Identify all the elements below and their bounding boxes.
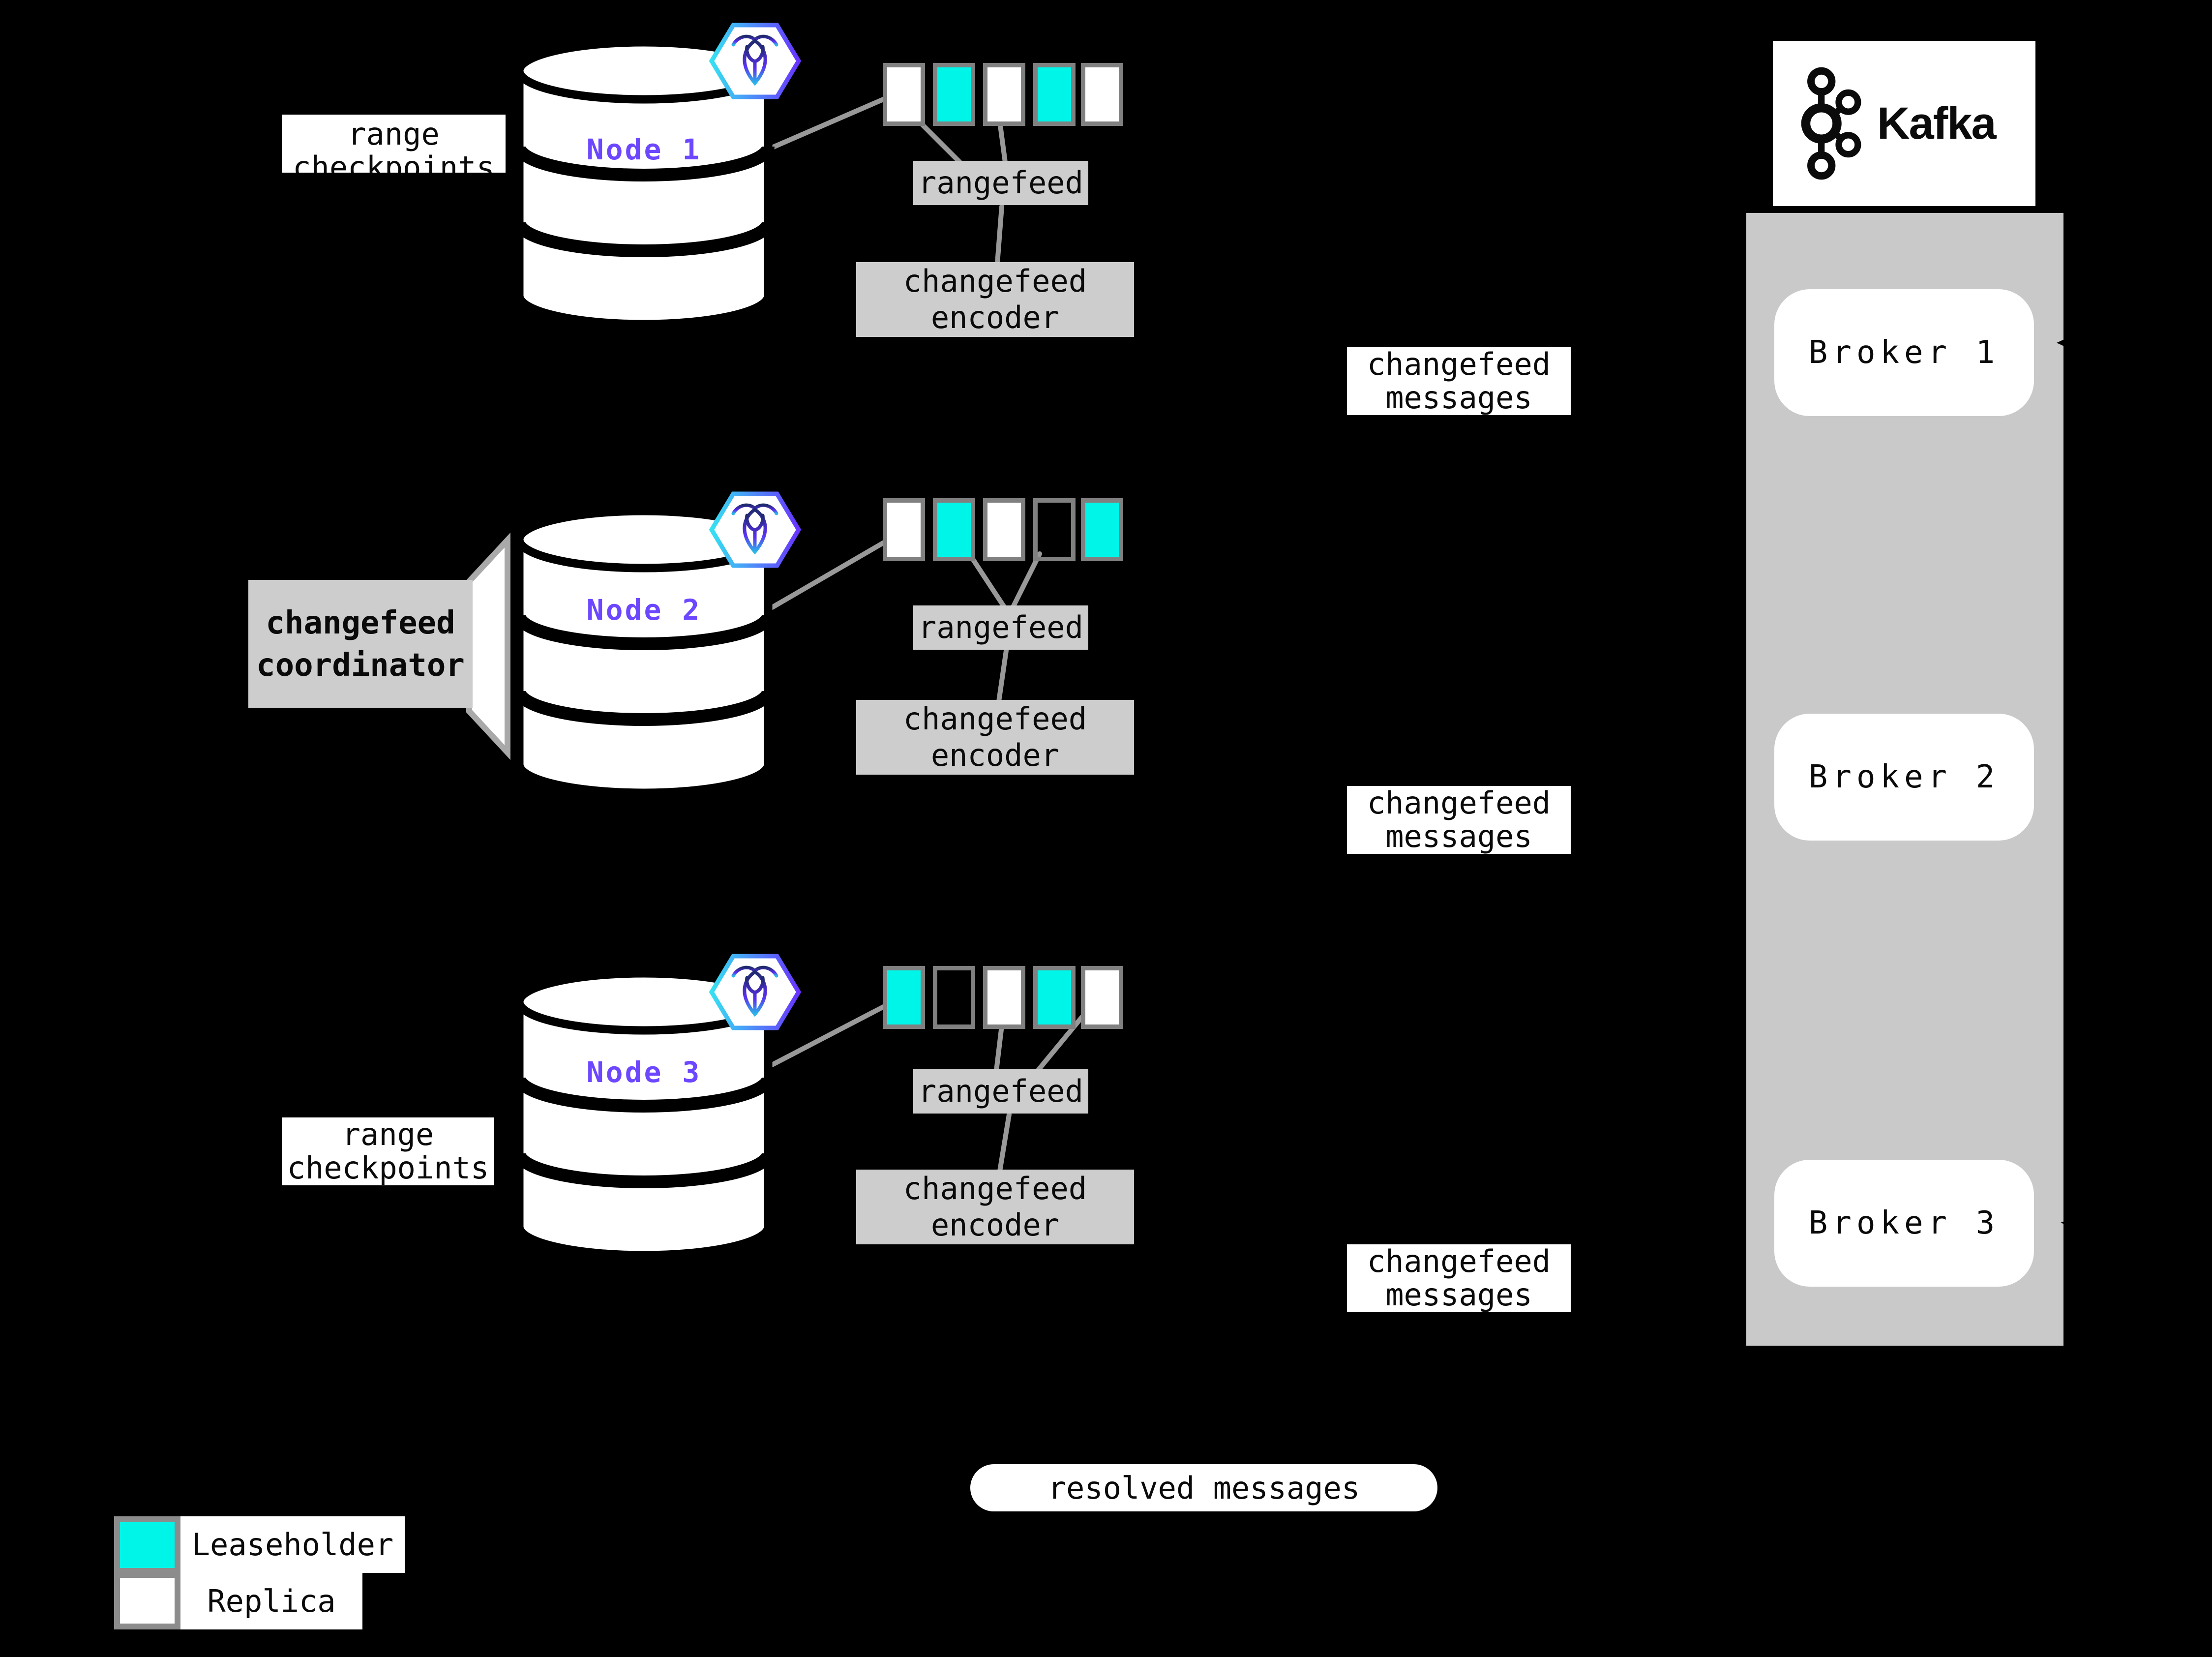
range-replica-rect xyxy=(883,63,925,126)
kafka-broker-1: Broker 1 xyxy=(1774,289,2034,416)
kafka-logo-icon xyxy=(1801,67,1861,180)
node1-cylinder xyxy=(513,38,775,329)
resolved-messages-pill: resolved messages xyxy=(970,1464,1437,1511)
changefeed-messages-label-node1: changefeed messages xyxy=(1347,347,1571,415)
changefeed-encoder-box-node3: changefeed encoder xyxy=(856,1170,1134,1244)
changefeed-coordinator-label: changefeed coordinator xyxy=(248,580,473,708)
range-leaseholder-rect xyxy=(1081,498,1123,561)
changefeed-messages-label-node3: changefeed messages xyxy=(1347,1244,1571,1312)
rangefeed-box-node3: rangefeed xyxy=(913,1069,1088,1114)
legend-replica-label: Replica xyxy=(180,1573,362,1629)
cockroachdb-hexagon-icon xyxy=(709,491,802,568)
node2-name: Node 2 xyxy=(586,593,702,627)
changefeed-encoder-box-node2: changefeed encoder xyxy=(856,700,1134,775)
changefeed-messages-label-node2: changefeed messages xyxy=(1347,786,1571,854)
arrowhead-into-broker3 xyxy=(2061,1215,2080,1230)
coordinator-flag-shape xyxy=(466,532,510,760)
range-leaseholder-rect xyxy=(1033,966,1076,1029)
range-leaseholder-rect xyxy=(933,498,975,561)
legend-leaseholder-swatch xyxy=(114,1516,180,1574)
range-replica-rect xyxy=(1081,966,1123,1029)
range-replica-rect xyxy=(983,498,1025,561)
range-leaseholder-rect xyxy=(1033,63,1076,126)
node1-name: Node 1 xyxy=(586,133,702,166)
range-replica-rect xyxy=(983,966,1025,1029)
kafka-broker-2: Broker 2 xyxy=(1774,714,2034,841)
range-replica-rect xyxy=(983,63,1025,126)
changefeed-encoder-box-node1: changefeed encoder xyxy=(856,262,1134,337)
range-checkpoints-label-node1: range checkpoints xyxy=(282,115,506,173)
legend-replica-swatch xyxy=(114,1572,180,1629)
cockroachdb-hexagon-icon xyxy=(709,954,802,1030)
kafka-broker-3: Broker 3 xyxy=(1774,1160,2034,1287)
range-leaseholder-rect xyxy=(933,63,975,126)
legend-leaseholder-label: Leaseholder xyxy=(180,1516,405,1573)
arrowhead-into-broker1 xyxy=(2057,329,2087,357)
rangefeed-box-node1: rangefeed xyxy=(913,161,1088,205)
cockroachdb-hexagon-icon xyxy=(709,23,802,99)
range-empty-rect xyxy=(933,966,975,1029)
range-replica-rect xyxy=(883,498,925,561)
node3-name: Node 3 xyxy=(586,1055,702,1089)
range-checkpoints-label-node3: range checkpoints xyxy=(282,1117,494,1185)
rangefeed-box-node2: rangefeed xyxy=(913,605,1088,650)
kafka-wordmark: Kafka xyxy=(1877,98,1997,149)
range-empty-rect xyxy=(1033,498,1076,561)
range-replica-rect xyxy=(1081,63,1123,126)
kafka-logo-box: Kafka xyxy=(1773,41,2035,206)
range-leaseholder-rect xyxy=(883,966,925,1029)
